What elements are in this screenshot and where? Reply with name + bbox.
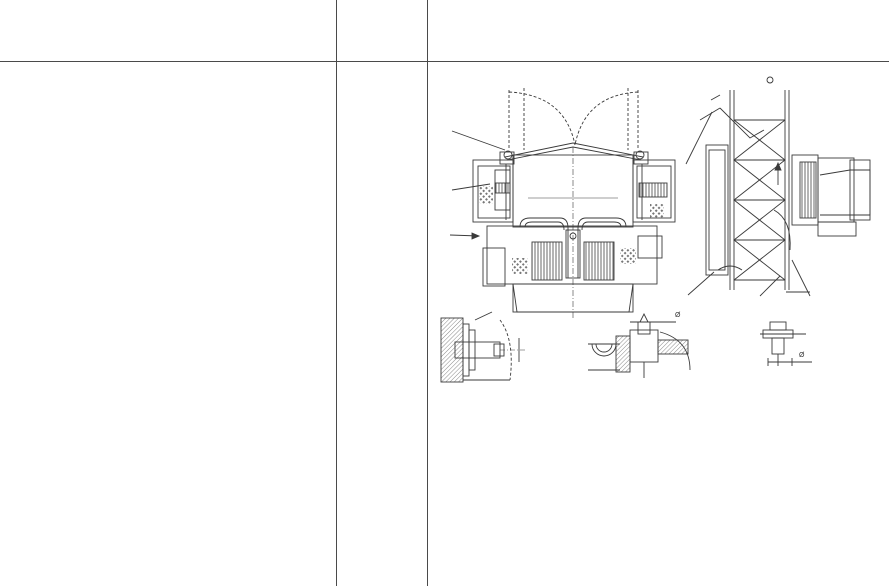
detail-view-3 [760,321,812,366]
detail-view-1 [440,311,527,383]
header-cell-drawing [428,0,889,61]
side-view-elevation [685,76,871,297]
dimension-label-diameter-2: Ø [799,352,805,359]
number-column [337,62,427,586]
column-divider-right [427,0,428,586]
header-cell-number [337,0,427,61]
dimension-label-diameter-1: Ø [675,312,681,319]
column-divider-left [336,0,337,586]
front-view-elevation [449,88,676,320]
header-cell-description [0,0,337,61]
technical-drawing [440,76,871,383]
header-divider [0,61,889,62]
description-column [0,62,337,586]
detail-view-2 [588,312,691,378]
